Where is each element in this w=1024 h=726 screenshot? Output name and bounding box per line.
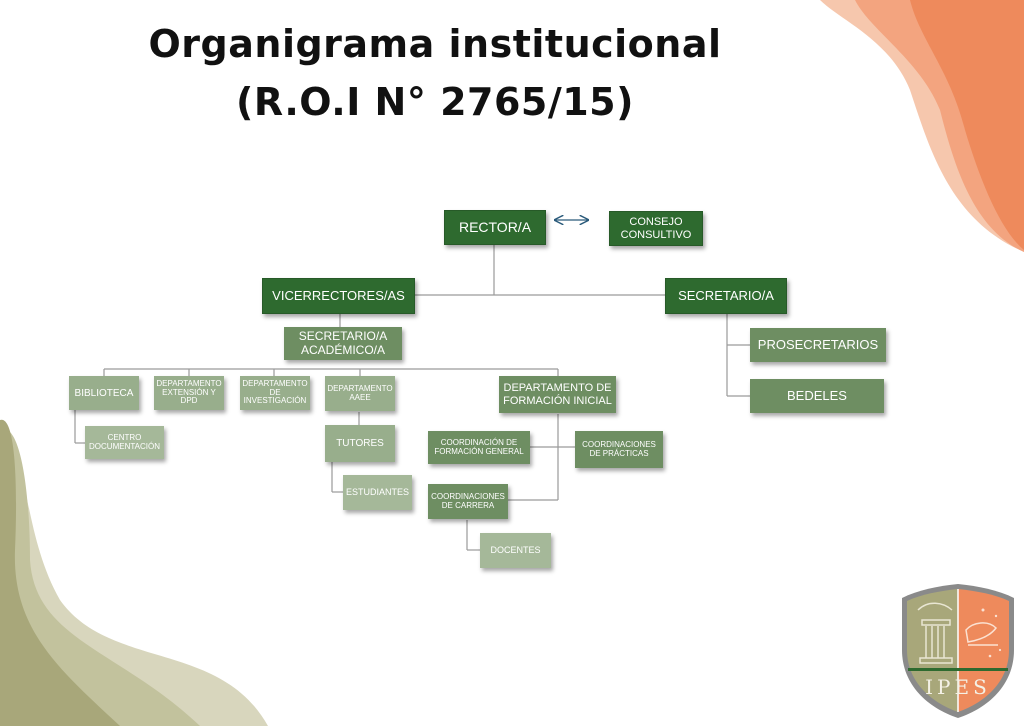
departamento-formacion-inicial-box: DEPARTAMENTO DE FORMACIÓN INICIAL xyxy=(499,376,616,413)
departamento-investigacion-box: DEPARTAMENTO DE INVESTIGACIÓN xyxy=(240,376,310,410)
centro-documentacion-box: CENTRO DOCUMENTACIÓN xyxy=(85,426,164,459)
departamento-extension-box: DEPARTAMENTO EXTENSIÓN Y DPD xyxy=(154,376,224,410)
orange-wave-decoration xyxy=(820,0,1024,252)
consejo-consultivo-box: CONSEJO CONSULTIVO xyxy=(609,211,703,246)
coordinaciones-practicas-box: COORDINACIONES DE PRÁCTICAS xyxy=(575,431,663,468)
vicerrectores-box: VICERRECTORES/AS xyxy=(262,278,415,314)
page-subtitle: (R.O.I N° 2765/15) xyxy=(236,80,634,124)
coordinaciones-carrera-box: COORDINACIONES DE CARRERA xyxy=(428,484,508,519)
tutores-box: TUTORES xyxy=(325,425,395,462)
ipes-logo: IPES xyxy=(902,584,1014,718)
secretario-box: SECRETARIO/A xyxy=(665,278,787,314)
secretario-academico-box: SECRETARIO/A ACADÉMICO/A xyxy=(284,327,402,360)
page-title: Organigrama institucional xyxy=(148,22,722,66)
coordinacion-formacion-general-box: COORDINACIÓN DE FORMACIÓN GENERAL xyxy=(428,431,530,464)
rector-box: RECTOR/A xyxy=(444,210,546,245)
docentes-box: DOCENTES xyxy=(480,533,551,568)
ipes-logo-text: IPES xyxy=(925,675,991,699)
prosecretarios-box: PROSECRETARIOS xyxy=(750,328,886,362)
bedeles-box: BEDELES xyxy=(750,379,884,413)
olive-wave-decoration xyxy=(0,419,268,726)
biblioteca-box: BIBLIOTECA xyxy=(69,376,139,410)
departamento-aaee-box: DEPARTAMENTO AAEE xyxy=(325,376,395,411)
estudiantes-box: ESTUDIANTES xyxy=(343,475,412,510)
